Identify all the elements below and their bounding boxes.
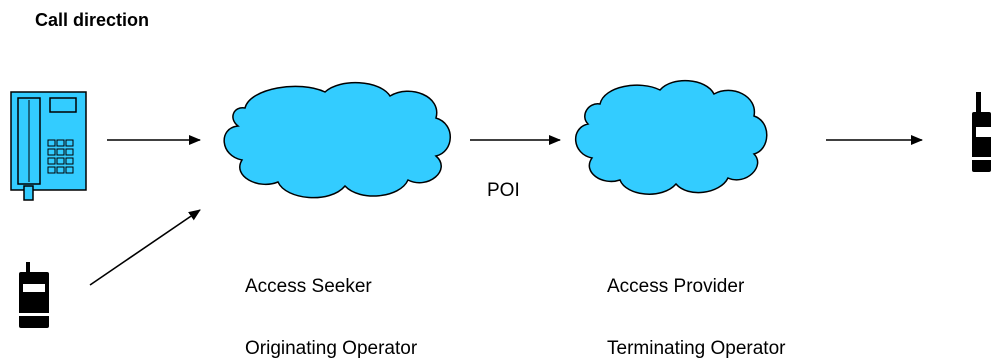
arrow-icon [89,209,201,286]
terminating-operator-label: Terminating Operator [607,338,786,359]
access-provider-label: Access Provider [607,276,745,297]
mobile-phone-icon [972,92,991,172]
originating-operator-label: Originating Operator [245,338,418,359]
desk-phone-icon [10,91,87,201]
access-seeker-label: Access Seeker [245,276,372,297]
diagram-title: Call direction [35,10,150,30]
cloud-icon [223,81,451,199]
poi-label: POI [487,180,520,201]
mobile-phone-icon [19,262,49,328]
cloud-icon [574,79,768,195]
